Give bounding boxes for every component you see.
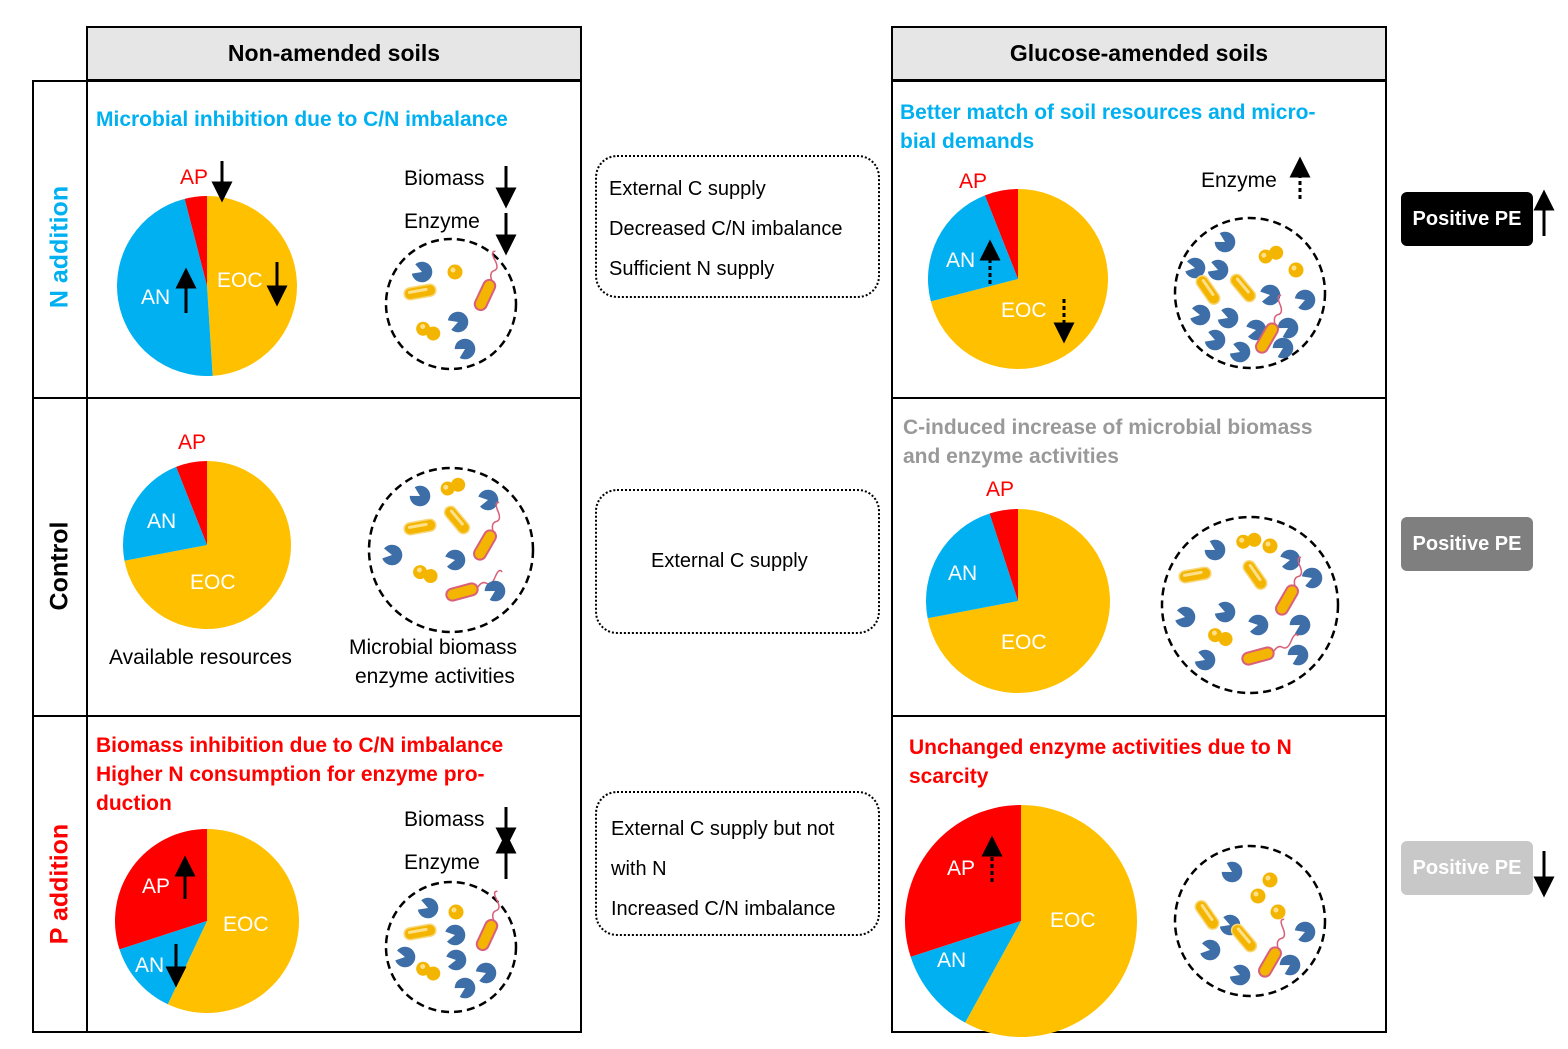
control-right-an-label: AN [948,562,978,585]
p-left-an-label: AN [135,954,165,977]
pie-slice-ap [184,196,207,286]
title-p-right-line2: scarcity [909,765,989,788]
title-n-right: Better match of soil resources and micro… [900,98,1315,156]
middle-p-line3: Increased C/N imbalance [611,898,836,920]
title-p-left-line2: Higher N consumption for enzyme pro- [96,763,485,786]
middle-box-control: External C supply [595,489,880,634]
pie-slice-eoc [167,829,300,1013]
title-p-left-line3: duction [96,792,172,815]
pie-slice-eoc [927,509,1111,693]
pie-slice-eoc [124,461,291,630]
control-left-eoc-label: EOC [190,571,236,594]
pie-slice-ap [989,509,1018,601]
n-right-enzyme-label: Enzyme [1201,169,1277,192]
control-left-ap-label: AP [178,431,207,454]
n-right-ap-label: AP [959,170,988,193]
control-left-an-label: AN [147,510,177,533]
middle-p-line2: with N [611,858,667,880]
pie-slice-ap [984,189,1018,279]
badge-positive-pe-control: Positive PE [1401,517,1533,571]
microbe-community-control-right [1160,515,1340,695]
pie-slice-an [116,198,213,376]
enzyme-activities-label: enzyme activities [355,665,515,688]
p-left-ap-label: AP [142,875,171,898]
available-resources-label: Available resources [109,646,292,669]
microbial-biomass-label: Microbial biomass [349,636,518,659]
middle-n-line1: External C supply [609,178,766,200]
n-left-enzyme-label: Enzyme [404,210,480,233]
middle-box-n: External C supply Decreased C/N imbalanc… [595,155,880,298]
middle-control-line1: External C supply [651,550,808,572]
p-right-ap-label: AP [947,857,976,880]
p-left-eoc-label: EOC [223,913,269,936]
p-right-eoc-label: EOC [1050,909,1096,932]
microbe-community-n-right [1173,216,1327,370]
title-p-right-line1: Unchanged enzyme activities due to N [909,736,1292,759]
control-right-ap-label: AP [986,478,1015,501]
microbe-community-p-right [1173,844,1327,998]
pie-slice-an [928,195,1018,302]
pie-slice-ap [176,461,207,545]
control-right-eoc-label: EOC [1001,631,1047,654]
title-n-left: Microbial inhibition due to C/N imbalanc… [96,108,508,131]
p-left-biomass-label: Biomass [404,808,485,831]
header-non-amended: Non-amended soils [86,26,582,81]
badge-positive-pe-p: Positive PE [1401,841,1533,895]
n-right-an-label: AN [946,249,976,272]
title-control-right: C-induced increase of microbial biomass … [903,413,1313,471]
title-control-right-line1: C-induced increase of microbial biomass [903,416,1313,439]
middle-box-p: External C supply but not with N Increas… [595,791,880,936]
middle-n-line3: Sufficient N supply [609,258,775,280]
title-control-right-line2: and enzyme activities [903,445,1119,468]
n-left-biomass-label: Biomass [404,167,485,190]
pie-slice-an [910,921,1021,1023]
pie-slice-an [925,513,1018,619]
title-n-right-line2: bial demands [900,130,1035,153]
microbe-community-control-left [367,466,535,634]
pie-slice-an [122,466,207,561]
p-right-an-label: AN [937,949,967,972]
title-p-left: Biomass inhibition due to C/N imbalance … [96,731,503,818]
title-n-right-line1: Better match of soil resources and micro… [900,101,1316,124]
microbe-community-n-left [384,237,518,371]
middle-n-line2: Decreased C/N imbalance [609,218,843,240]
badge-positive-pe-n: Positive PE [1401,192,1533,246]
n-left-an-label: AN [141,286,171,309]
n-left-eoc-label: EOC [217,269,263,292]
pie-slice-eoc [207,196,298,376]
n-left-ap-label: AP [180,166,209,189]
p-left-enzyme-label: Enzyme [404,851,480,874]
pie-slice-an [119,921,207,1005]
n-right-eoc-label: EOC [1001,299,1047,322]
microbe-community-p-left [384,880,518,1014]
middle-p-line1: External C supply but not [611,818,835,840]
title-p-left-line1: Biomass inhibition due to C/N imbalance [96,734,504,757]
pie-slice-eoc [965,804,1137,1037]
title-p-right: Unchanged enzyme activities due to N sca… [909,733,1292,791]
